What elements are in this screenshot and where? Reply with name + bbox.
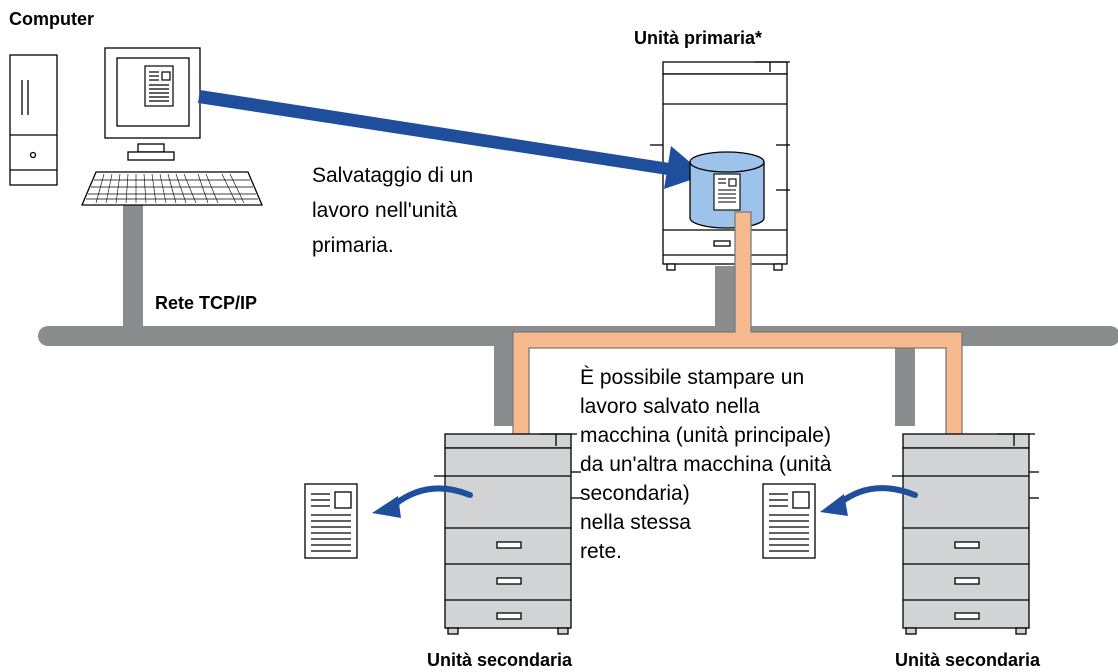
document-icon <box>762 483 816 559</box>
secondary-unit-right-label: Unità secondaria <box>895 650 1041 670</box>
print-text-line: macchina (unità principale) <box>580 424 831 447</box>
primary-unit-label: Unità primaria* <box>634 28 762 48</box>
save-description: Salvataggio di un lavoro nell'unità prim… <box>312 164 473 257</box>
print-text-line: rete. <box>580 540 622 563</box>
multifunction-printer-icon <box>434 433 581 635</box>
desktop-computer-icon <box>9 47 263 206</box>
save-text-line: Salvataggio di un <box>312 164 473 187</box>
document-icon <box>304 483 358 559</box>
print-text-line: nella stessa <box>580 511 691 534</box>
save-text-line: lavoro nell'unità <box>312 199 458 222</box>
multifunction-printer-icon <box>892 433 1039 635</box>
document-icon <box>713 173 741 211</box>
secondary-unit-left-label: Unità secondaria <box>427 650 573 670</box>
output-arrow-right <box>820 485 918 516</box>
save-text-line: primaria. <box>312 234 394 257</box>
computer-label: Computer <box>9 9 94 29</box>
print-text-line: da un'altra macchina (unità <box>580 453 832 476</box>
print-description: È possibile stampare un lavoro salvato n… <box>580 366 832 563</box>
document-icon <box>144 65 174 107</box>
network-label: Rete TCP/IP <box>155 293 257 313</box>
output-arrow-left <box>372 485 473 518</box>
print-text-line: secondaria) <box>580 482 690 505</box>
print-text-line: lavoro salvato nella <box>580 395 760 418</box>
network-drops <box>123 200 915 426</box>
print-text-line: È possibile stampare un <box>580 366 804 389</box>
